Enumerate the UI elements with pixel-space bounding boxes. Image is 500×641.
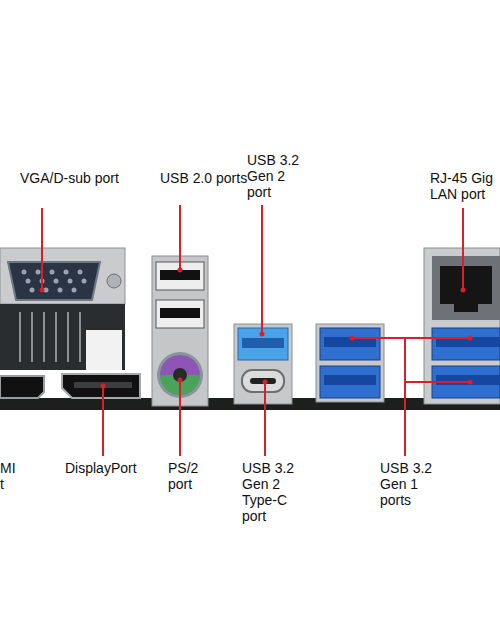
port-label: USB 3.2 Gen 2 port	[247, 152, 309, 200]
port-label: USB 3.2 Gen 1 ports	[380, 460, 440, 508]
port-label: MI t	[0, 460, 22, 492]
usb-gen1-port	[432, 328, 500, 360]
port-label: RJ-45 Gig LAN port	[430, 170, 498, 202]
vga-pins	[22, 270, 87, 293]
ferrite-fins	[20, 312, 80, 362]
vga-screw	[107, 274, 121, 288]
hdmi-port	[0, 376, 44, 398]
port-label: USB 2.0 ports	[160, 170, 250, 186]
type-c-tongue	[250, 378, 276, 384]
leader-lines	[42, 205, 470, 456]
usb-gen2-tongue	[242, 338, 284, 348]
displayport-tongue	[74, 382, 132, 388]
usb-gen1-tongue	[436, 375, 500, 385]
gen1-shield	[316, 324, 384, 402]
shield-opening	[86, 330, 122, 370]
gen2-shield	[234, 324, 292, 404]
displayport-port	[62, 374, 140, 398]
connector-body	[0, 304, 125, 370]
usb-gen1-tongue	[324, 375, 376, 385]
port-label: USB 3.2 Gen 2 Type-C port	[242, 460, 302, 524]
leader-dots	[40, 268, 473, 389]
rj45-socket	[440, 266, 492, 312]
usb2-tongue	[160, 308, 200, 318]
vga-connector	[8, 262, 100, 300]
ps2-key	[173, 368, 187, 382]
usb-gen1-port	[320, 366, 380, 398]
usb2-port	[156, 300, 204, 328]
port-label: PS/2 port	[168, 460, 208, 492]
usb-gen1-port	[320, 328, 380, 360]
port-label: DisplayPort	[65, 460, 155, 476]
rj45-housing	[432, 256, 500, 320]
vga-shield	[0, 248, 125, 304]
type-c-port	[242, 370, 284, 392]
usb-gen2-port	[238, 328, 288, 360]
port-label: VGA/D-sub port	[20, 170, 130, 186]
